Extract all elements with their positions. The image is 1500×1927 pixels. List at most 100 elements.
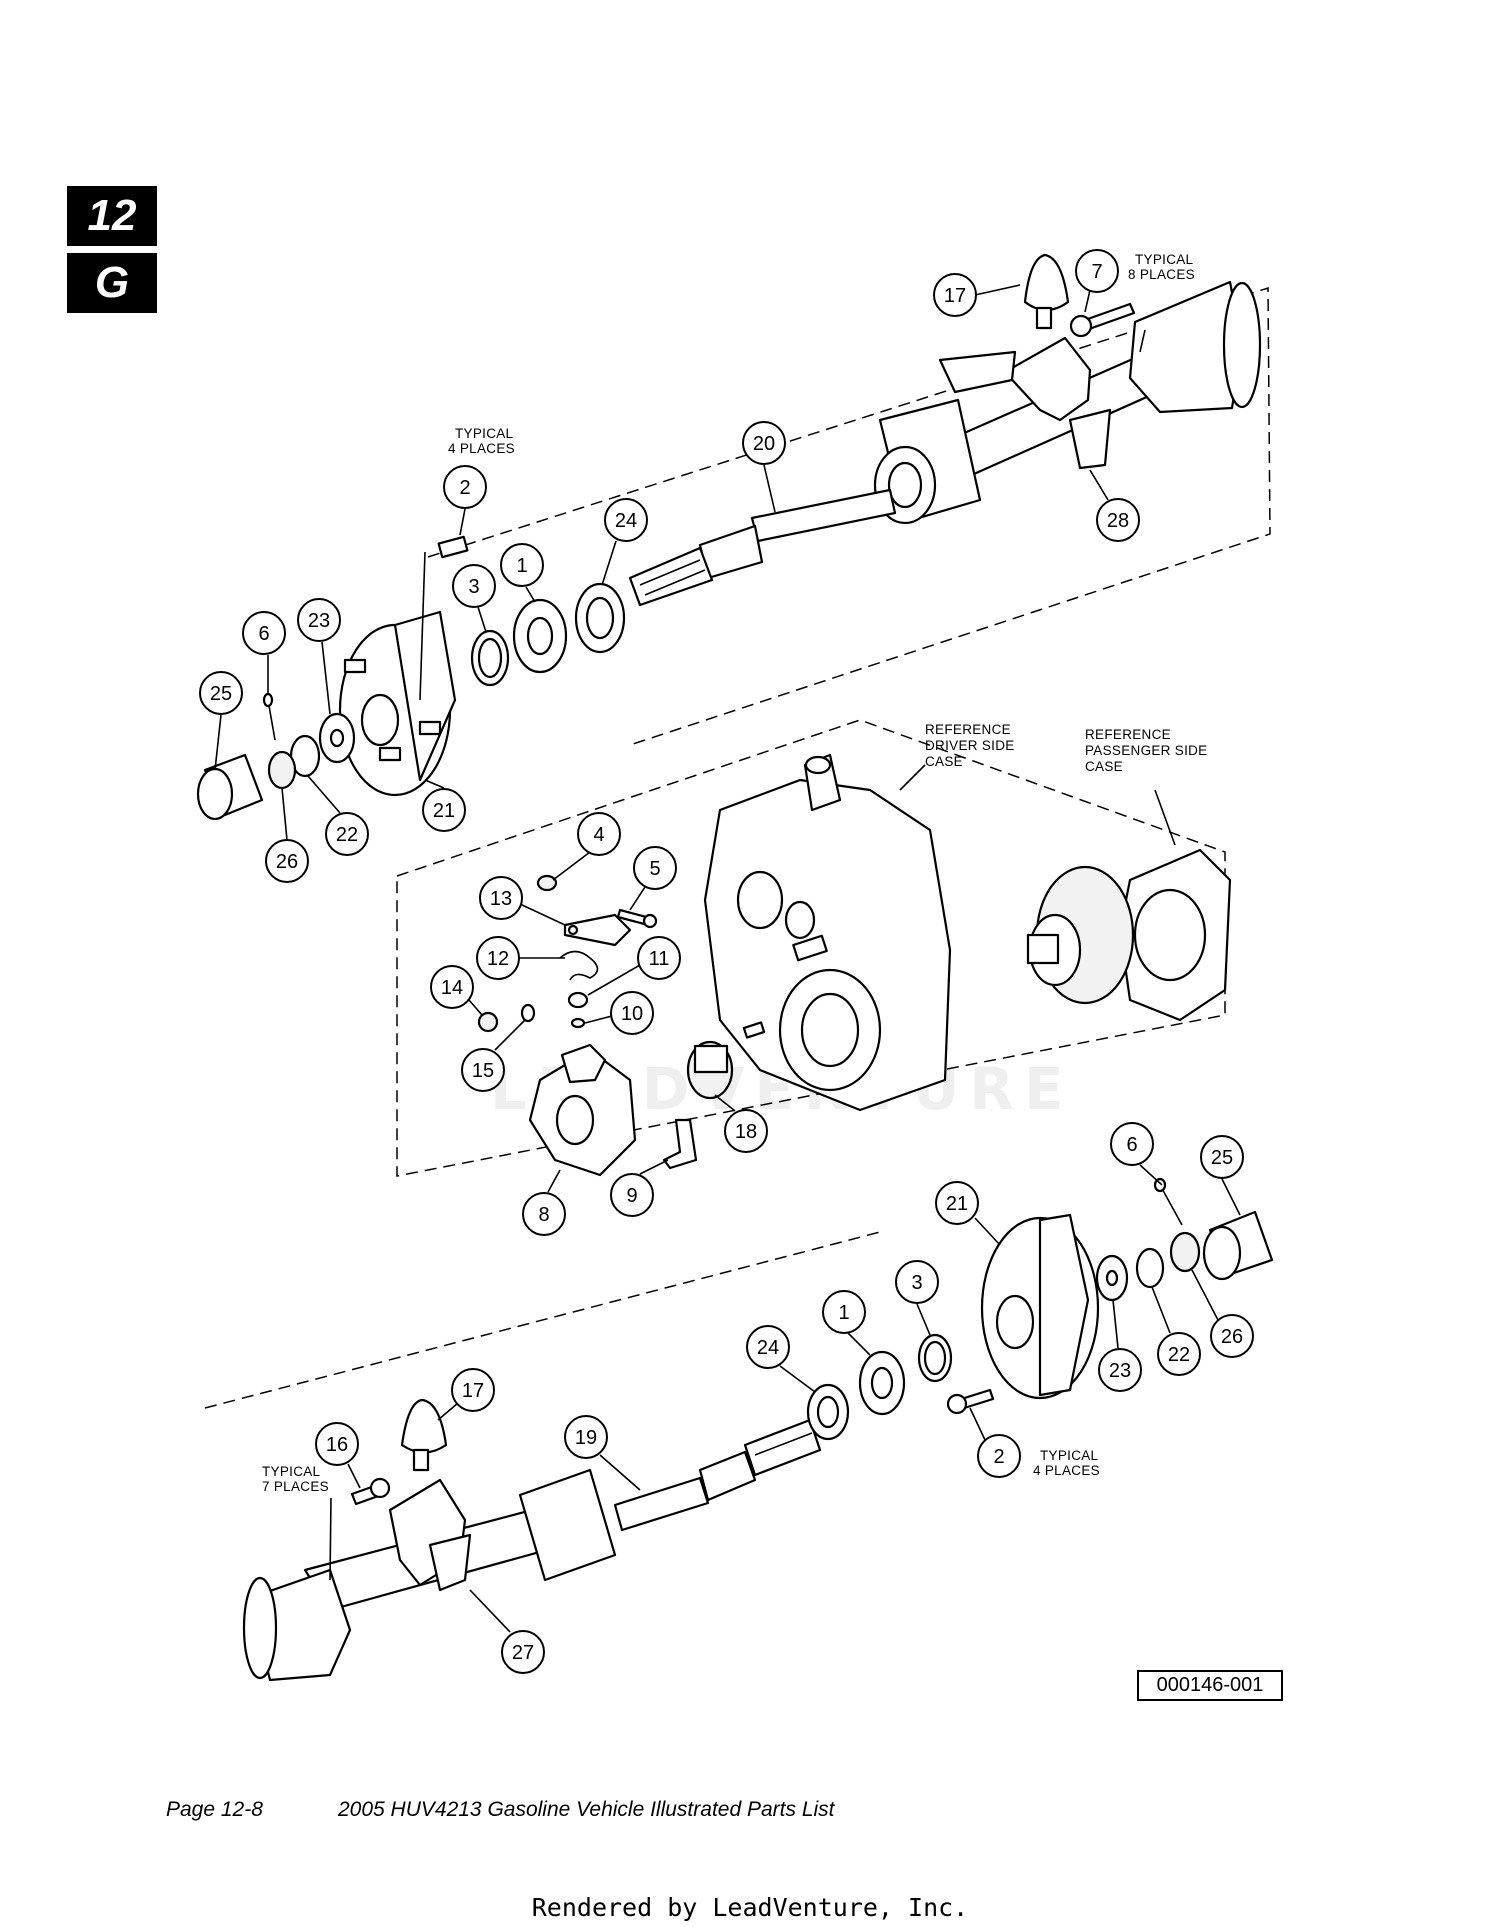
callout-number: 22	[1168, 1344, 1190, 1366]
washer-upper	[318, 712, 356, 764]
svg-text:TYPICAL: TYPICAL	[262, 1464, 321, 1479]
svg-text:REFERENCE: REFERENCE	[1085, 727, 1171, 742]
callout-number: 18	[735, 1121, 757, 1143]
differential-gear	[1026, 865, 1135, 1005]
callout-3: 3	[452, 564, 496, 608]
callout-2: 2	[443, 465, 487, 509]
svg-text:TYPICAL: TYPICAL	[1135, 252, 1194, 267]
callout-circle	[1096, 498, 1140, 542]
callout-21: 21	[935, 1181, 979, 1225]
cotter-pin-upper	[262, 692, 276, 741]
svg-text:4 PLACES: 4 PLACES	[1033, 1463, 1100, 1478]
callout-circle	[522, 1192, 566, 1236]
callout-11: 11	[637, 936, 681, 980]
callout-number: 25	[1211, 1147, 1233, 1169]
stud-bolt-upper	[437, 535, 469, 559]
callout-number: 1	[516, 555, 527, 577]
callout-21: 21	[422, 788, 466, 832]
callout-circle	[610, 1173, 654, 1217]
shift-plate	[528, 1043, 637, 1177]
pin-gearcase	[742, 1021, 766, 1039]
section-letter-tab: G	[67, 253, 157, 313]
callout-number: 16	[326, 1434, 348, 1456]
callout-14: 14	[430, 965, 474, 1009]
callout-circle	[265, 839, 309, 883]
callout-circle	[242, 611, 286, 655]
callout-circle	[461, 1048, 505, 1092]
callout-circle	[422, 788, 466, 832]
callout-number: 3	[911, 1272, 922, 1294]
lever-spring	[559, 950, 599, 981]
lower-axle-flange	[518, 1468, 617, 1582]
callout-circle	[1098, 1348, 1142, 1392]
callout-23: 23	[297, 598, 341, 642]
callout-1: 1	[822, 1290, 866, 1334]
screw-gearcase	[616, 908, 658, 929]
callout-number: 12	[487, 948, 509, 970]
callout-17: 17	[933, 273, 977, 317]
callout-circle	[451, 1368, 495, 1412]
note-reference-driver-side-case: REFERENCE DRIVER SIDE CASE	[925, 722, 1015, 769]
callout-number: 17	[462, 1380, 484, 1402]
callout-circle	[895, 1260, 939, 1304]
callout-circle	[452, 564, 496, 608]
driver-side-case	[703, 753, 952, 1112]
callout-9: 9	[610, 1173, 654, 1217]
callout-circle	[610, 991, 654, 1035]
footer-document-title: 2005 HUV4213 Gasoline Vehicle Illustrate…	[338, 1798, 835, 1821]
callout-23: 23	[1098, 1348, 1142, 1392]
svg-text:DRIVER SIDE: DRIVER SIDE	[925, 738, 1015, 753]
bump-stop-upper	[1023, 253, 1070, 330]
callout-number: 11	[649, 948, 670, 970]
upper-axle-flange	[873, 398, 982, 525]
lower-axle-boundary	[204, 1231, 881, 1409]
note-typical-4-places-upper: TYPICAL 4 PLACES	[448, 426, 515, 456]
callout-circle	[199, 671, 243, 715]
callout-circle	[476, 936, 520, 980]
callout-number: 13	[490, 888, 512, 910]
callout-circle	[564, 1415, 608, 1459]
callout-number: 4	[593, 824, 604, 846]
callout-number: 26	[1221, 1326, 1243, 1348]
callout-number: 24	[615, 510, 637, 532]
callout-number: 21	[433, 800, 455, 822]
rendered-by-credit: Rendered by LeadVenture, Inc.	[531, 1893, 969, 1922]
callout-22: 22	[1157, 1332, 1201, 1376]
callout-6: 6	[242, 611, 286, 655]
callout-number: 8	[538, 1204, 549, 1226]
callout-number: 9	[626, 1185, 637, 1207]
callout-26: 26	[265, 839, 309, 883]
callout-circle	[430, 965, 474, 1009]
callout-8: 8	[522, 1192, 566, 1236]
figure-reference-number: 000146-001	[1137, 1670, 1283, 1701]
callout-17: 17	[451, 1368, 495, 1412]
callout-16: 16	[315, 1422, 359, 1466]
callout-number: 14	[441, 977, 463, 999]
callout-number: 23	[308, 610, 330, 632]
callout-circle	[822, 1290, 866, 1334]
svg-text:4 PLACES: 4 PLACES	[448, 441, 515, 456]
retaining-ring-upper	[470, 629, 510, 687]
nut-gearcase	[536, 874, 558, 892]
section-number-tab: 12	[67, 186, 157, 246]
callout-number: 22	[336, 824, 358, 846]
upper-axle-shaft	[628, 488, 897, 607]
wheel-hub-lower	[980, 1213, 1100, 1400]
callout-number: 5	[649, 858, 660, 880]
note-typical-4-places-lower: TYPICAL 4 PLACES	[1033, 1448, 1100, 1478]
cotter-pin-lower	[1153, 1177, 1183, 1226]
callout-number: 15	[472, 1060, 494, 1082]
callout-20: 20	[742, 421, 786, 465]
bearing-lower	[858, 1350, 906, 1416]
callout-number: 24	[757, 1337, 779, 1359]
callout-24: 24	[604, 498, 648, 542]
callout-circle	[500, 543, 544, 587]
washer-gearcase-15	[520, 1003, 536, 1023]
castle-nut-lower	[1169, 1231, 1201, 1273]
callout-number: 28	[1107, 510, 1129, 532]
callout-19: 19	[564, 1415, 608, 1459]
spacer-lower	[1135, 1247, 1165, 1289]
callout-2: 2	[977, 1434, 1021, 1478]
seal-lower	[806, 1383, 850, 1441]
